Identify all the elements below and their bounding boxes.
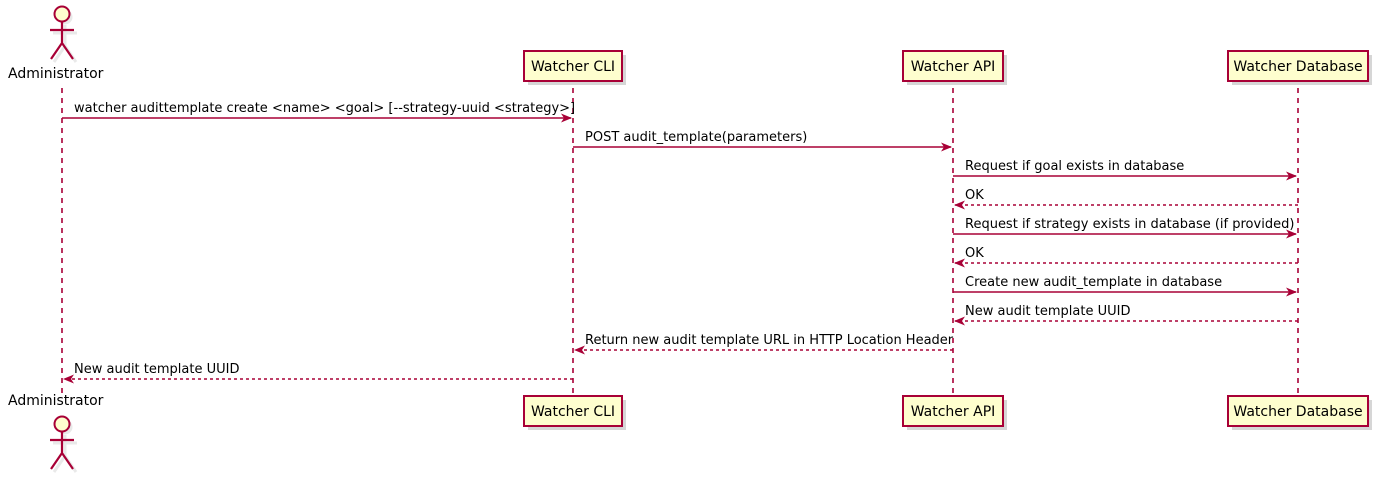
box-label: Watcher Database (1233, 59, 1362, 75)
message-0[interactable]: watcher audittemplate create <name> <goa… (62, 101, 575, 123)
actor-head (53, 5, 71, 23)
message-label: Return new audit template URL in HTTP Lo… (585, 333, 954, 348)
box-rect (1227, 395, 1369, 427)
message-2[interactable]: Request if goal exists in database (953, 159, 1297, 181)
actor-body (50, 432, 74, 470)
box-rect (523, 395, 623, 427)
message-9[interactable]: New audit template UUID (63, 362, 573, 384)
message-1[interactable]: POST audit_template(parameters) (573, 130, 952, 152)
actor-label-administrator-top: Administrator (8, 66, 104, 82)
box-rect (902, 50, 1004, 82)
message-7[interactable]: New audit template UUID (954, 304, 1298, 326)
box-rect (523, 50, 623, 82)
message-6[interactable]: Create new audit_template in database (953, 275, 1297, 297)
box-label: Watcher CLI (531, 59, 615, 75)
lifelines-layer (61, 88, 1299, 396)
box-label: Watcher CLI (531, 404, 615, 420)
participant-box-watcher-database-top[interactable]: Watcher Database (1227, 50, 1372, 85)
message-3[interactable]: OK (954, 188, 1298, 210)
message-label: OK (965, 246, 984, 261)
message-label: POST audit_template(parameters) (585, 130, 807, 145)
participant-box-watcher-cli-bottom[interactable]: Watcher CLI (523, 395, 626, 430)
message-label: OK (965, 188, 984, 203)
box-rect (1227, 50, 1369, 82)
box-rect (902, 395, 1004, 427)
message-4[interactable]: Request if strategy exists in database (… (953, 217, 1297, 239)
participant-box-watcher-cli-top[interactable]: Watcher CLI (523, 50, 626, 85)
message-label: Create new audit_template in database (965, 275, 1222, 290)
message-label: watcher audittemplate create <name> <goa… (74, 101, 575, 116)
actor-administrator-bottom[interactable] (50, 415, 78, 473)
message-label: Request if goal exists in database (965, 159, 1184, 174)
actor-administrator-top[interactable] (50, 5, 78, 63)
box-label: Watcher API (911, 59, 996, 75)
participant-box-watcher-api-bottom[interactable]: Watcher API (902, 395, 1007, 430)
participant-box-watcher-database-bottom[interactable]: Watcher Database (1227, 395, 1372, 430)
message-label: New audit template UUID (74, 362, 239, 377)
participant-boxes-layer: Watcher CLI Watcher CLI Watcher API Watcher… (523, 50, 1372, 430)
box-label: Watcher API (911, 404, 996, 420)
message-label: New audit template UUID (965, 304, 1130, 319)
participant-box-watcher-api-top[interactable]: Watcher API (902, 50, 1007, 85)
messages-layer: watcher audittemplate create <name> <goa… (62, 101, 1298, 384)
actor-head (53, 415, 71, 433)
message-5[interactable]: OK (954, 246, 1298, 268)
box-label: Watcher Database (1233, 404, 1362, 420)
message-8[interactable]: Return new audit template URL in HTTP Lo… (574, 333, 954, 355)
message-label: Request if strategy exists in database (… (965, 217, 1294, 232)
actor-body (50, 22, 74, 60)
actor-label-administrator-bottom: Administrator (8, 393, 104, 409)
